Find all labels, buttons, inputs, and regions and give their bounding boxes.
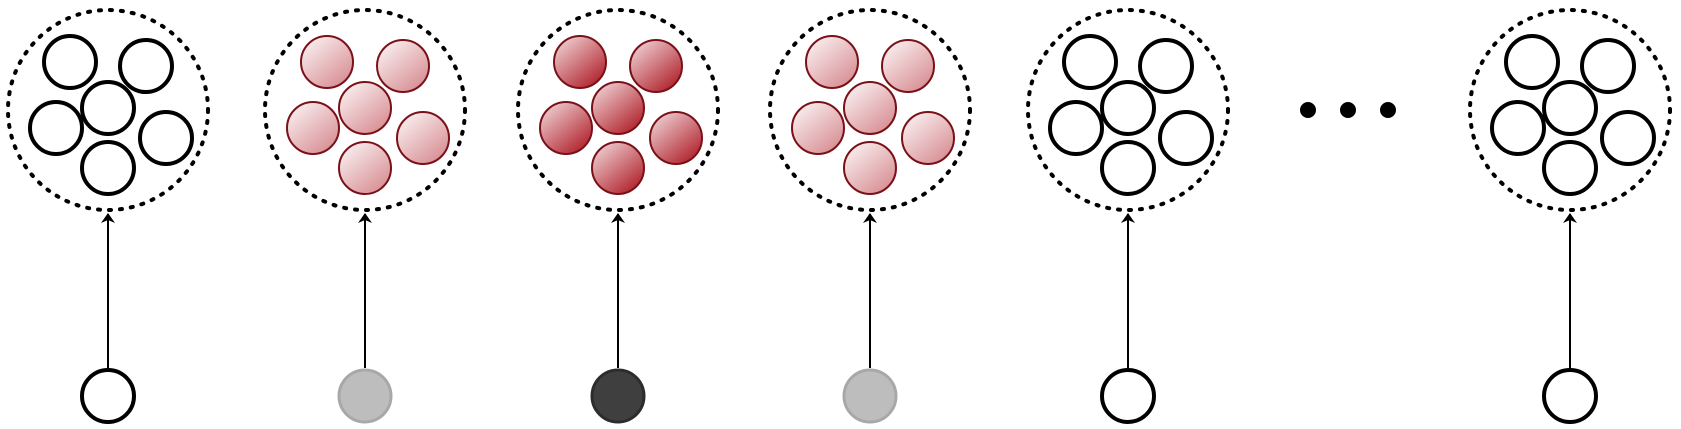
neuron <box>1600 110 1656 166</box>
neuron <box>805 35 859 89</box>
neuron <box>629 39 683 93</box>
column-5 <box>1026 8 1230 424</box>
neuron <box>338 81 392 135</box>
neuron <box>591 81 645 135</box>
neuron <box>539 101 593 155</box>
neuron <box>396 111 450 165</box>
neuron <box>42 34 98 90</box>
neuron <box>553 35 607 89</box>
population-boundary <box>1468 8 1672 212</box>
column-4 <box>768 8 972 424</box>
column-1 <box>6 8 210 424</box>
ellipsis-dot <box>1300 102 1316 118</box>
column-2 <box>263 8 467 424</box>
input-node <box>590 368 646 424</box>
population-boundary <box>1026 8 1230 212</box>
population-boundary <box>6 8 210 212</box>
column-6 <box>1468 8 1672 424</box>
neuron <box>1504 34 1560 90</box>
ellipsis <box>1300 102 1396 118</box>
neuron <box>843 81 897 135</box>
ellipsis-dot <box>1340 102 1356 118</box>
neuron <box>376 39 430 93</box>
neuron <box>1048 100 1104 156</box>
neuron <box>338 141 392 195</box>
input-node <box>842 368 898 424</box>
population-boundary <box>516 8 720 212</box>
ellipsis-dot <box>1380 102 1396 118</box>
neuron <box>1100 140 1156 196</box>
neuron <box>791 101 845 155</box>
neuron <box>80 140 136 196</box>
neuron <box>286 101 340 155</box>
neuron <box>118 38 174 94</box>
neuron <box>901 111 955 165</box>
neuron <box>1138 38 1194 94</box>
input-node <box>1100 368 1156 424</box>
input-node <box>1542 368 1598 424</box>
input-node <box>80 368 136 424</box>
column-3 <box>516 8 720 424</box>
neuron <box>1490 100 1546 156</box>
population-boundary <box>768 8 972 212</box>
neuron <box>1158 110 1214 166</box>
neuron <box>80 80 136 136</box>
neuron <box>28 100 84 156</box>
input-node <box>337 368 393 424</box>
neuron <box>138 110 194 166</box>
neuron <box>300 35 354 89</box>
neuron <box>1100 80 1156 136</box>
neuron <box>843 141 897 195</box>
neuron <box>1580 38 1636 94</box>
neuron <box>1542 80 1598 136</box>
neuron <box>1062 34 1118 90</box>
columns-group <box>6 8 1672 424</box>
neuron <box>649 111 703 165</box>
neuron <box>591 141 645 195</box>
population-boundary <box>263 8 467 212</box>
neuron <box>881 39 935 93</box>
neuron <box>1542 140 1598 196</box>
